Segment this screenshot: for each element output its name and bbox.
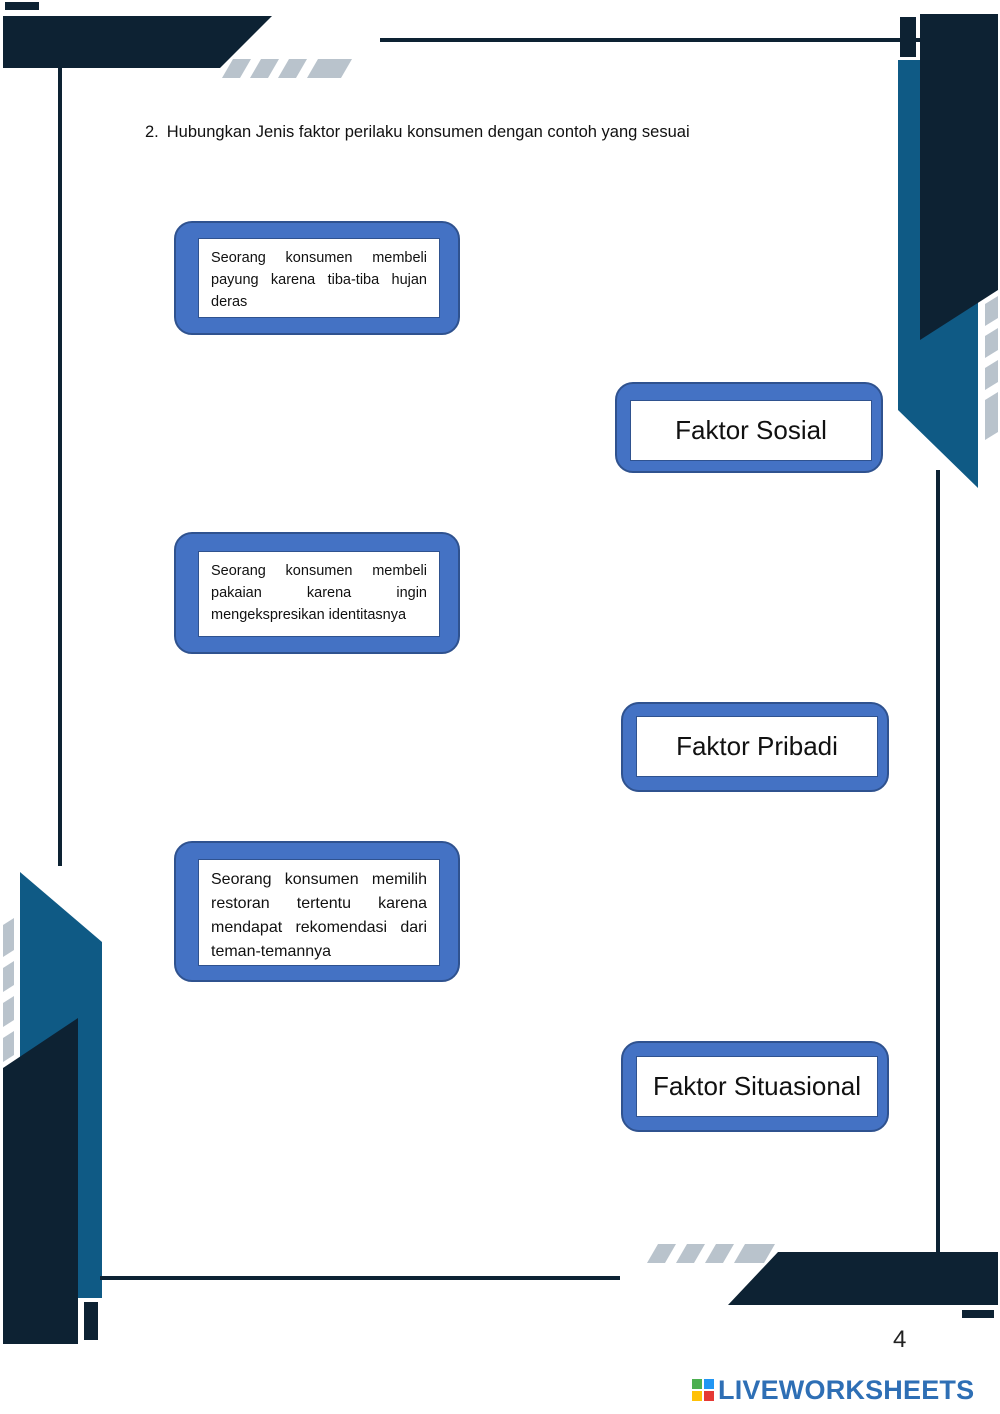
liveworksheets-watermark[interactable]: LIVEWORKSHEETS — [692, 1372, 974, 1408]
example-card-2[interactable]: Seorang konsumen membeli pakaian karena … — [174, 532, 460, 654]
instruction-text: 2. Hubungkan Jenis faktor perilaku konsum… — [145, 121, 785, 143]
example-text-2: Seorang konsumen membeli pakaian karena … — [198, 551, 440, 637]
factor-card-sosial[interactable]: Faktor Sosial — [615, 382, 883, 473]
page-number: 4 — [893, 1326, 907, 1353]
example-card-3[interactable]: Seorang konsumen memilih restoran terten… — [174, 841, 460, 982]
example-card-1[interactable]: Seorang konsumen membeli payung karena t… — [174, 221, 460, 335]
factor-label-pribadi: Faktor Pribadi — [636, 716, 878, 777]
factor-label-sosial: Faktor Sosial — [630, 400, 872, 461]
watermark-text: LIVEWORKSHEETS — [718, 1374, 975, 1405]
factor-card-pribadi[interactable]: Faktor Pribadi — [621, 702, 889, 792]
question-text: Hubungkan Jenis faktor perilaku konsumen… — [166, 123, 690, 141]
example-text-3: Seorang konsumen memilih restoran terten… — [198, 859, 440, 966]
factor-label-situasional: Faktor Situasional — [636, 1056, 878, 1117]
example-text-1: Seorang konsumen membeli payung karena t… — [198, 238, 440, 318]
liveworksheets-logo-icon — [692, 1379, 714, 1401]
factor-card-situasional[interactable]: Faktor Situasional — [621, 1041, 889, 1132]
question-number: 2. — [145, 123, 159, 141]
